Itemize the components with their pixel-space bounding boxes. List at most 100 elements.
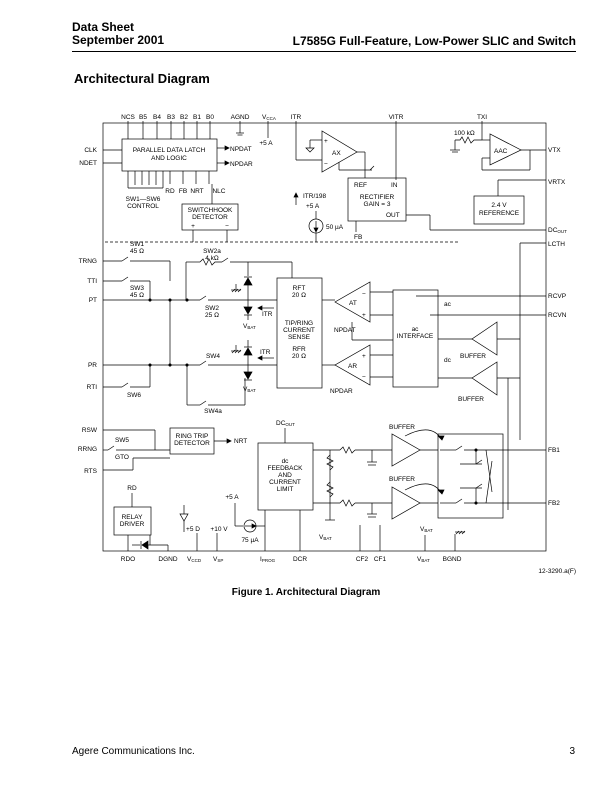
npdat2-label: NPDAT [334, 327, 356, 334]
right-pin-labels: VTX VRTX DCOUT LCTH RCVP RCVN FB1 FB2 [548, 147, 567, 507]
pin-ncs: NCS [121, 114, 135, 121]
sense-line-2: CURRENT [283, 327, 315, 334]
pin-iprog-sub: PROG [262, 558, 276, 563]
sw1-value: 45 Ω [130, 248, 144, 255]
npdar-label: NPDAR [230, 161, 253, 168]
switch-matrix [437, 433, 504, 519]
dcfb-line-3: AND [278, 472, 292, 479]
pin-txi: TXI [477, 114, 487, 121]
pin-rti: RTI [87, 384, 98, 391]
rect-line-1: RECTIFIER [360, 194, 395, 201]
vbat-dc-sub: BAT [323, 536, 332, 541]
doc-title: L7585G Full-Feature, Low-Power SLIC and … [292, 34, 576, 48]
sense-line-3: SENSE [288, 334, 311, 341]
acif-line-1: ac [412, 326, 420, 333]
pin-b0: B0 [206, 114, 214, 121]
pin-vbat: VBAT [417, 556, 430, 563]
dgnd-triangle [179, 513, 189, 522]
i50-label: 50 µA [326, 224, 344, 231]
buffer-fb1-loop [404, 429, 443, 441]
buffer-fb2 [391, 486, 421, 520]
pin-fb1: FB1 [548, 447, 560, 454]
figure-caption: Figure 1. Architectural Diagram [231, 587, 381, 598]
ar-label: AR [348, 363, 357, 370]
sw2a-name: SW2a [203, 248, 221, 255]
pin-dcout-sub: OUT [557, 229, 567, 234]
vbat-pt: VBAT [243, 323, 256, 330]
pin-clk: CLK [84, 147, 97, 154]
pin-b3: B3 [167, 114, 175, 121]
relay-line-1: RELAY [122, 514, 143, 521]
ctrl-nlc: NLC [212, 188, 225, 195]
pin-tti: TTI [87, 278, 97, 285]
acif-line-2: INTERFACE [397, 333, 434, 340]
top-pin-labels: NCS B5 B4 B3 B2 B1 B0 AGND VCCA ITR VITR… [121, 114, 487, 121]
vbat-pr-v: V [243, 386, 248, 393]
at-minus: − [362, 291, 366, 298]
dc-label: dc [444, 357, 452, 364]
ctrl-fb: FB [179, 188, 187, 195]
buffer-upper [471, 321, 498, 356]
sw2-name: SW2 [205, 305, 219, 312]
aac-amplifier [489, 133, 522, 166]
doc-date: September 2001 [72, 33, 165, 47]
ctrl-nrt: NRT [190, 188, 203, 195]
dcfb-line-4: CURRENT [269, 479, 301, 486]
pin-lcth: LCTH [548, 241, 565, 248]
buffer-lower [471, 361, 498, 396]
at-plus: + [362, 312, 366, 319]
buffer-label-3: BUFFER [389, 424, 415, 431]
pin-vccd: VCCD [187, 556, 202, 563]
rft-name: RFT [293, 285, 306, 292]
sw3-value: 45 Ω [130, 292, 144, 299]
at-label: AT [349, 300, 357, 307]
ref24-line-1: 2.4 V [491, 202, 507, 209]
at-amplifier [334, 281, 371, 323]
plus5a-bottom: +5 A [225, 494, 239, 501]
sw3-name: SW3 [130, 285, 144, 292]
pin-dcout: DCOUT [548, 227, 567, 234]
diagram-frame [102, 122, 547, 552]
nrt-label: NRT [234, 438, 247, 445]
pin-ndet: NDET [79, 160, 97, 167]
pin-bgnd: BGND [443, 556, 462, 563]
dcout-main: DC [276, 420, 286, 427]
plus5a-mid: +5 A [306, 203, 320, 210]
pin-rsw: RSW [82, 427, 98, 434]
plus10v-label: +10 V [210, 526, 228, 533]
rfr-value: 20 Ω [292, 353, 306, 360]
sw4-name: SW4 [206, 353, 220, 360]
itr198-label: ITR/198 [303, 193, 327, 200]
rect-in: IN [391, 182, 398, 189]
sw2a-value: 4 kΩ [205, 255, 219, 262]
vbat-pt-sub: BAT [247, 325, 256, 330]
ax-minus: − [324, 161, 328, 168]
rectifier-block [347, 177, 407, 222]
switchhook-line-2: DETECTOR [192, 214, 228, 221]
ref24-line-2: REFERENCE [479, 210, 520, 217]
pin-vcca-sub: CCA [266, 116, 276, 121]
r100k-label: 100 kΩ [454, 130, 475, 137]
plus5d-label: +5 D [186, 526, 200, 533]
latch-line-1: PARALLEL DATA LATCH [133, 147, 206, 154]
npdar2-label: NPDAR [330, 388, 353, 395]
vbat-right-v: V [420, 526, 425, 533]
bottom-pin-labels: RDO DGND VCCD VSP IPROG DCR CF2 CF1 VBAT… [121, 556, 462, 563]
rect-out: OUT [386, 212, 400, 219]
vbat-pt-v: V [243, 323, 248, 330]
header-left: Data Sheet September 2001 [72, 21, 164, 47]
section-title: Architectural Diagram [74, 71, 210, 86]
ringtrip-line-2: DETECTOR [174, 440, 210, 447]
ax-label: AX [332, 150, 341, 157]
sw2-value: 25 Ω [205, 312, 219, 319]
pin-rcvp: RCVP [548, 293, 566, 300]
pin-vcca: VCCA [262, 114, 276, 121]
sw4a-name: SW4a [204, 408, 222, 415]
pin-dcout-main: DC [548, 227, 558, 234]
pin-itr: ITR [291, 114, 302, 121]
ar-plus: + [362, 353, 366, 360]
npdat-label: NPDAT [230, 146, 252, 153]
buffer-label-1: BUFFER [460, 353, 486, 360]
rft-value: 20 Ω [292, 292, 306, 299]
sh-plus: + [191, 223, 195, 230]
